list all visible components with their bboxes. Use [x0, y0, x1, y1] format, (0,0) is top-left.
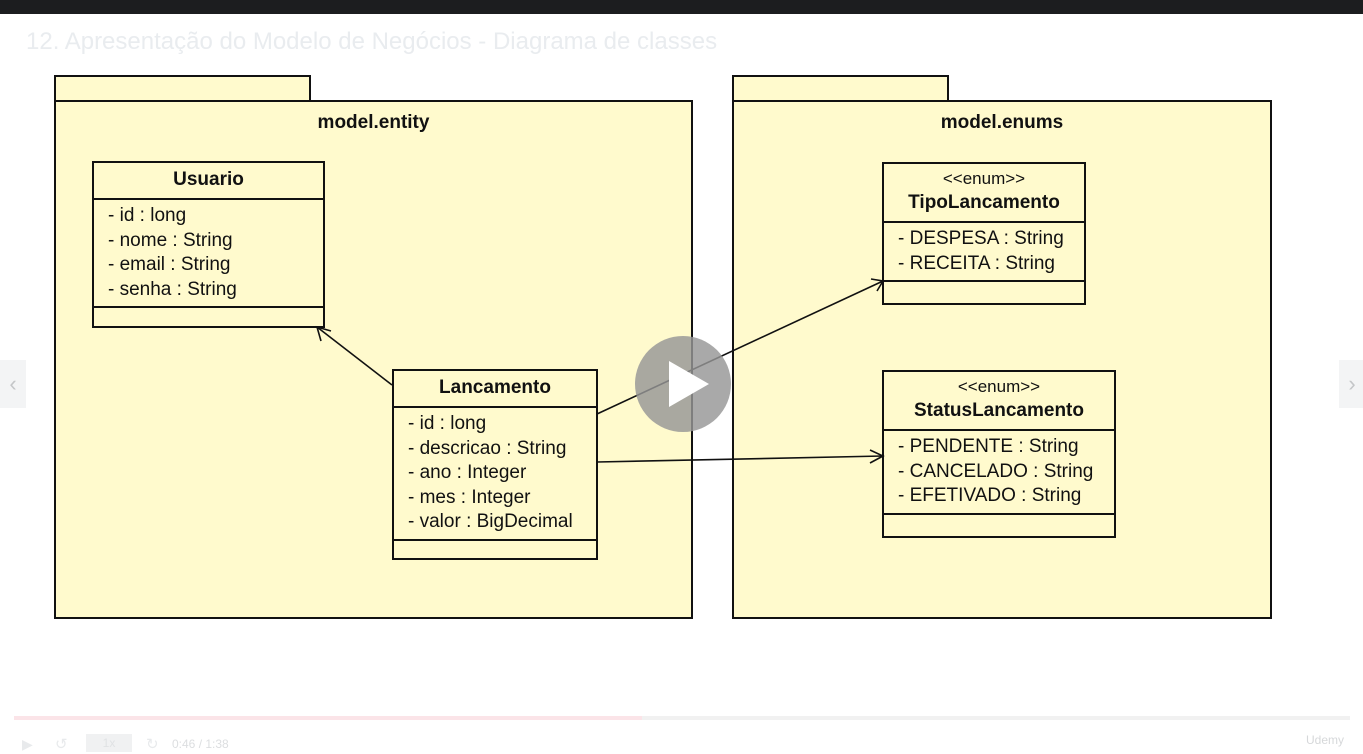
class-attributes: - DESPESA : String - RECEITA : String — [884, 223, 1084, 282]
stereotype: <<enum>> — [942, 169, 1026, 188]
package-tab-enums — [732, 75, 949, 103]
prev-lecture-button[interactable]: ‹ — [0, 360, 26, 408]
class-header: Usuario — [94, 163, 323, 200]
chevron-left-icon: ‹ — [9, 371, 17, 396]
play-button[interactable] — [635, 336, 731, 432]
class-header: Lancamento — [394, 371, 596, 408]
class-operations — [94, 308, 323, 326]
enum-tipo-lancamento: <<enum>> TipoLancamento - DESPESA : Stri… — [882, 162, 1086, 305]
class-operations — [884, 282, 1084, 303]
class-usuario: Usuario - id : long - nome : String - em… — [92, 161, 325, 328]
progress-fill — [14, 716, 642, 720]
class-attributes: - id : long - nome : String - email : St… — [94, 200, 323, 308]
class-attributes: - id : long - descricao : String - ano :… — [394, 408, 596, 541]
speed-button[interactable]: 1x — [86, 734, 132, 752]
lecture-title: 12. Apresentação do Modelo de Negócios -… — [26, 28, 718, 55]
attribute: - valor : BigDecimal — [408, 511, 573, 532]
class-name: Usuario — [173, 169, 244, 190]
attribute: - descricao : String — [408, 437, 567, 459]
class-name: TipoLancamento — [908, 192, 1060, 213]
progress-bar[interactable] — [14, 716, 1350, 720]
package-tab-entity — [54, 75, 311, 103]
player-controls: ▶ ↺ 1x ↻ 0:46 / 1:38 Udemy — [0, 716, 1363, 754]
class-name: StatusLancamento — [914, 400, 1084, 421]
package-name: model.enums — [940, 112, 1064, 133]
class-attributes: - PENDENTE : String - CANCELADO : String… — [884, 431, 1114, 515]
enum-status-lancamento: <<enum>> StatusLancamento - PENDENTE : S… — [882, 370, 1116, 538]
class-operations — [394, 541, 596, 559]
udemy-logo: Udemy — [1306, 733, 1345, 747]
time-display: 0:46 / 1:38 — [172, 737, 229, 751]
class-lancamento: Lancamento - id : long - descricao : Str… — [392, 369, 598, 560]
attribute: - mes : Integer — [408, 486, 531, 508]
class-operations — [884, 515, 1114, 537]
attribute: - CANCELADO : String — [898, 460, 1094, 482]
attribute: - ano : Integer — [408, 462, 527, 483]
attribute: - senha : String — [108, 278, 237, 300]
attribute: - id : long — [108, 205, 187, 226]
package-name: model.entity — [317, 112, 430, 133]
attribute: - DESPESA : String — [898, 228, 1064, 249]
forward-icon[interactable]: ↻ — [146, 736, 159, 753]
rewind-icon[interactable]: ↺ — [55, 736, 68, 753]
class-header: <<enum>> TipoLancamento — [884, 164, 1084, 223]
next-lecture-button[interactable]: › — [1339, 360, 1363, 408]
attribute: - id : long — [408, 413, 487, 434]
attribute: - nome : String — [108, 229, 233, 251]
play-icon[interactable]: ▶ — [22, 736, 33, 752]
class-name: Lancamento — [439, 377, 551, 398]
play-icon — [669, 361, 709, 407]
attribute: - PENDENTE : String — [898, 436, 1079, 457]
attribute: - EFETIVADO : String — [898, 485, 1082, 506]
chevron-right-icon: › — [1348, 371, 1356, 396]
attribute: - email : String — [108, 254, 231, 275]
top-bar — [0, 0, 1363, 14]
class-header: <<enum>> StatusLancamento — [884, 372, 1114, 431]
stereotype: <<enum>> — [957, 377, 1041, 396]
attribute: - RECEITA : String — [898, 252, 1055, 274]
